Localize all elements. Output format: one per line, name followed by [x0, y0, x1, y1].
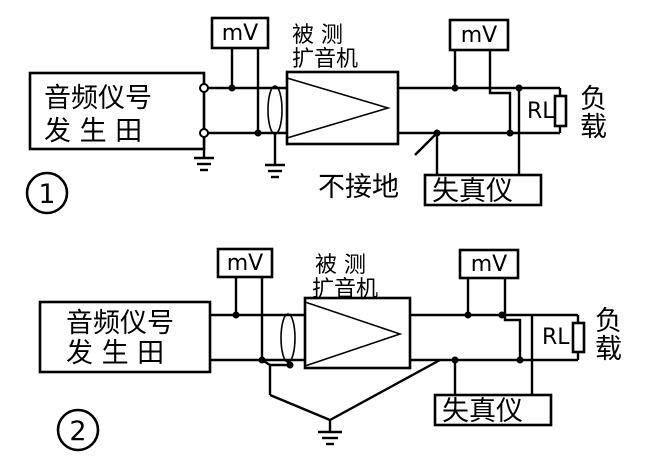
diagram-1-distortion-meter [423, 173, 543, 207]
diagram-2-amplifier-label-2: 扩音机 [312, 277, 378, 302]
diagram-1-number-circle [25, 171, 69, 215]
diagram-2-load-resistor [571, 321, 586, 354]
diagram-1-number: 1 [38, 179, 55, 210]
diagram-1-distortion-meter-label: 失真仪 [432, 176, 513, 207]
diagram-2-millivoltmeter-input [216, 247, 274, 279]
diagram-2-millivoltmeter-output [458, 248, 520, 280]
diagram-1-load-resistor-label: RL [527, 99, 555, 124]
diagram-2-amplifier [303, 296, 412, 370]
diagram-2-amplifier-label-1: 被 测 [315, 253, 366, 278]
diagram-2-millivoltmeter-output-label: mV [471, 252, 507, 277]
diagram-2-amplifier-triangle [304, 301, 403, 367]
diagram-1-millivoltmeter-output-label: mV [461, 23, 497, 48]
diagram-1-amplifier-triangle [286, 77, 391, 139]
diagram-1-load-resistor [553, 94, 568, 128]
diagram-2-load-resistor-label: RL [542, 325, 570, 350]
diagram-2: 音频仪号 发 生 田 mV 被 测 扩音机 mV RL 负 载 失真仪 2 [38, 247, 622, 452]
diagram-1-millivoltmeter-output [448, 18, 510, 52]
diagram-1: 音频仪号 发 生 田 mV 被 测 扩音机 mV RL 负 载 失真仪 不接地 … [25, 16, 607, 215]
diagram-1-millivoltmeter-input-label: mV [222, 21, 258, 46]
diagram-1-generator-label-2: 发 生 田 [44, 116, 142, 147]
diagram-2-signal-generator [38, 300, 212, 374]
diagram-1-generator-terminal-top [199, 83, 209, 93]
diagram-1-generator-terminal-bottom [199, 128, 209, 138]
diagram-1-load-label-1: 负 [580, 84, 607, 115]
diagram-2-junctions [232, 311, 524, 369]
diagram-2-generator-label-2: 发 生 田 [66, 338, 164, 369]
diagram-1-junctions [228, 84, 523, 137]
diagram-1-wiring [194, 46, 562, 179]
diagram-2-load-label-1: 负 [595, 306, 622, 337]
diagram-1-load-label-2: 载 [580, 112, 607, 143]
diagram-2-number: 2 [69, 416, 86, 447]
diagram-2-distortion-meter [433, 393, 553, 427]
diagram-2-generator-label-1: 音频仪号 [66, 308, 174, 339]
diagram-2-number-circle [56, 408, 100, 452]
diagram-1-amplifier-label-1: 被 测 [292, 23, 343, 48]
diagram-1-signal-generator [28, 71, 206, 151]
diagram-2-millivoltmeter-input-label: mV [227, 251, 263, 276]
diagram-1-no-ground-label: 不接地 [318, 172, 399, 203]
diagram-1-amplifier-label-2: 扩音机 [292, 47, 358, 72]
diagram-2-wiring [210, 275, 580, 446]
diagram-1-millivoltmeter-input [210, 16, 270, 50]
diagram-1-generator-label-1: 音频仪号 [44, 83, 152, 114]
diagram-2-distortion-meter-label: 失真仪 [442, 396, 523, 427]
diagram-2-load-label-2: 载 [595, 334, 622, 365]
